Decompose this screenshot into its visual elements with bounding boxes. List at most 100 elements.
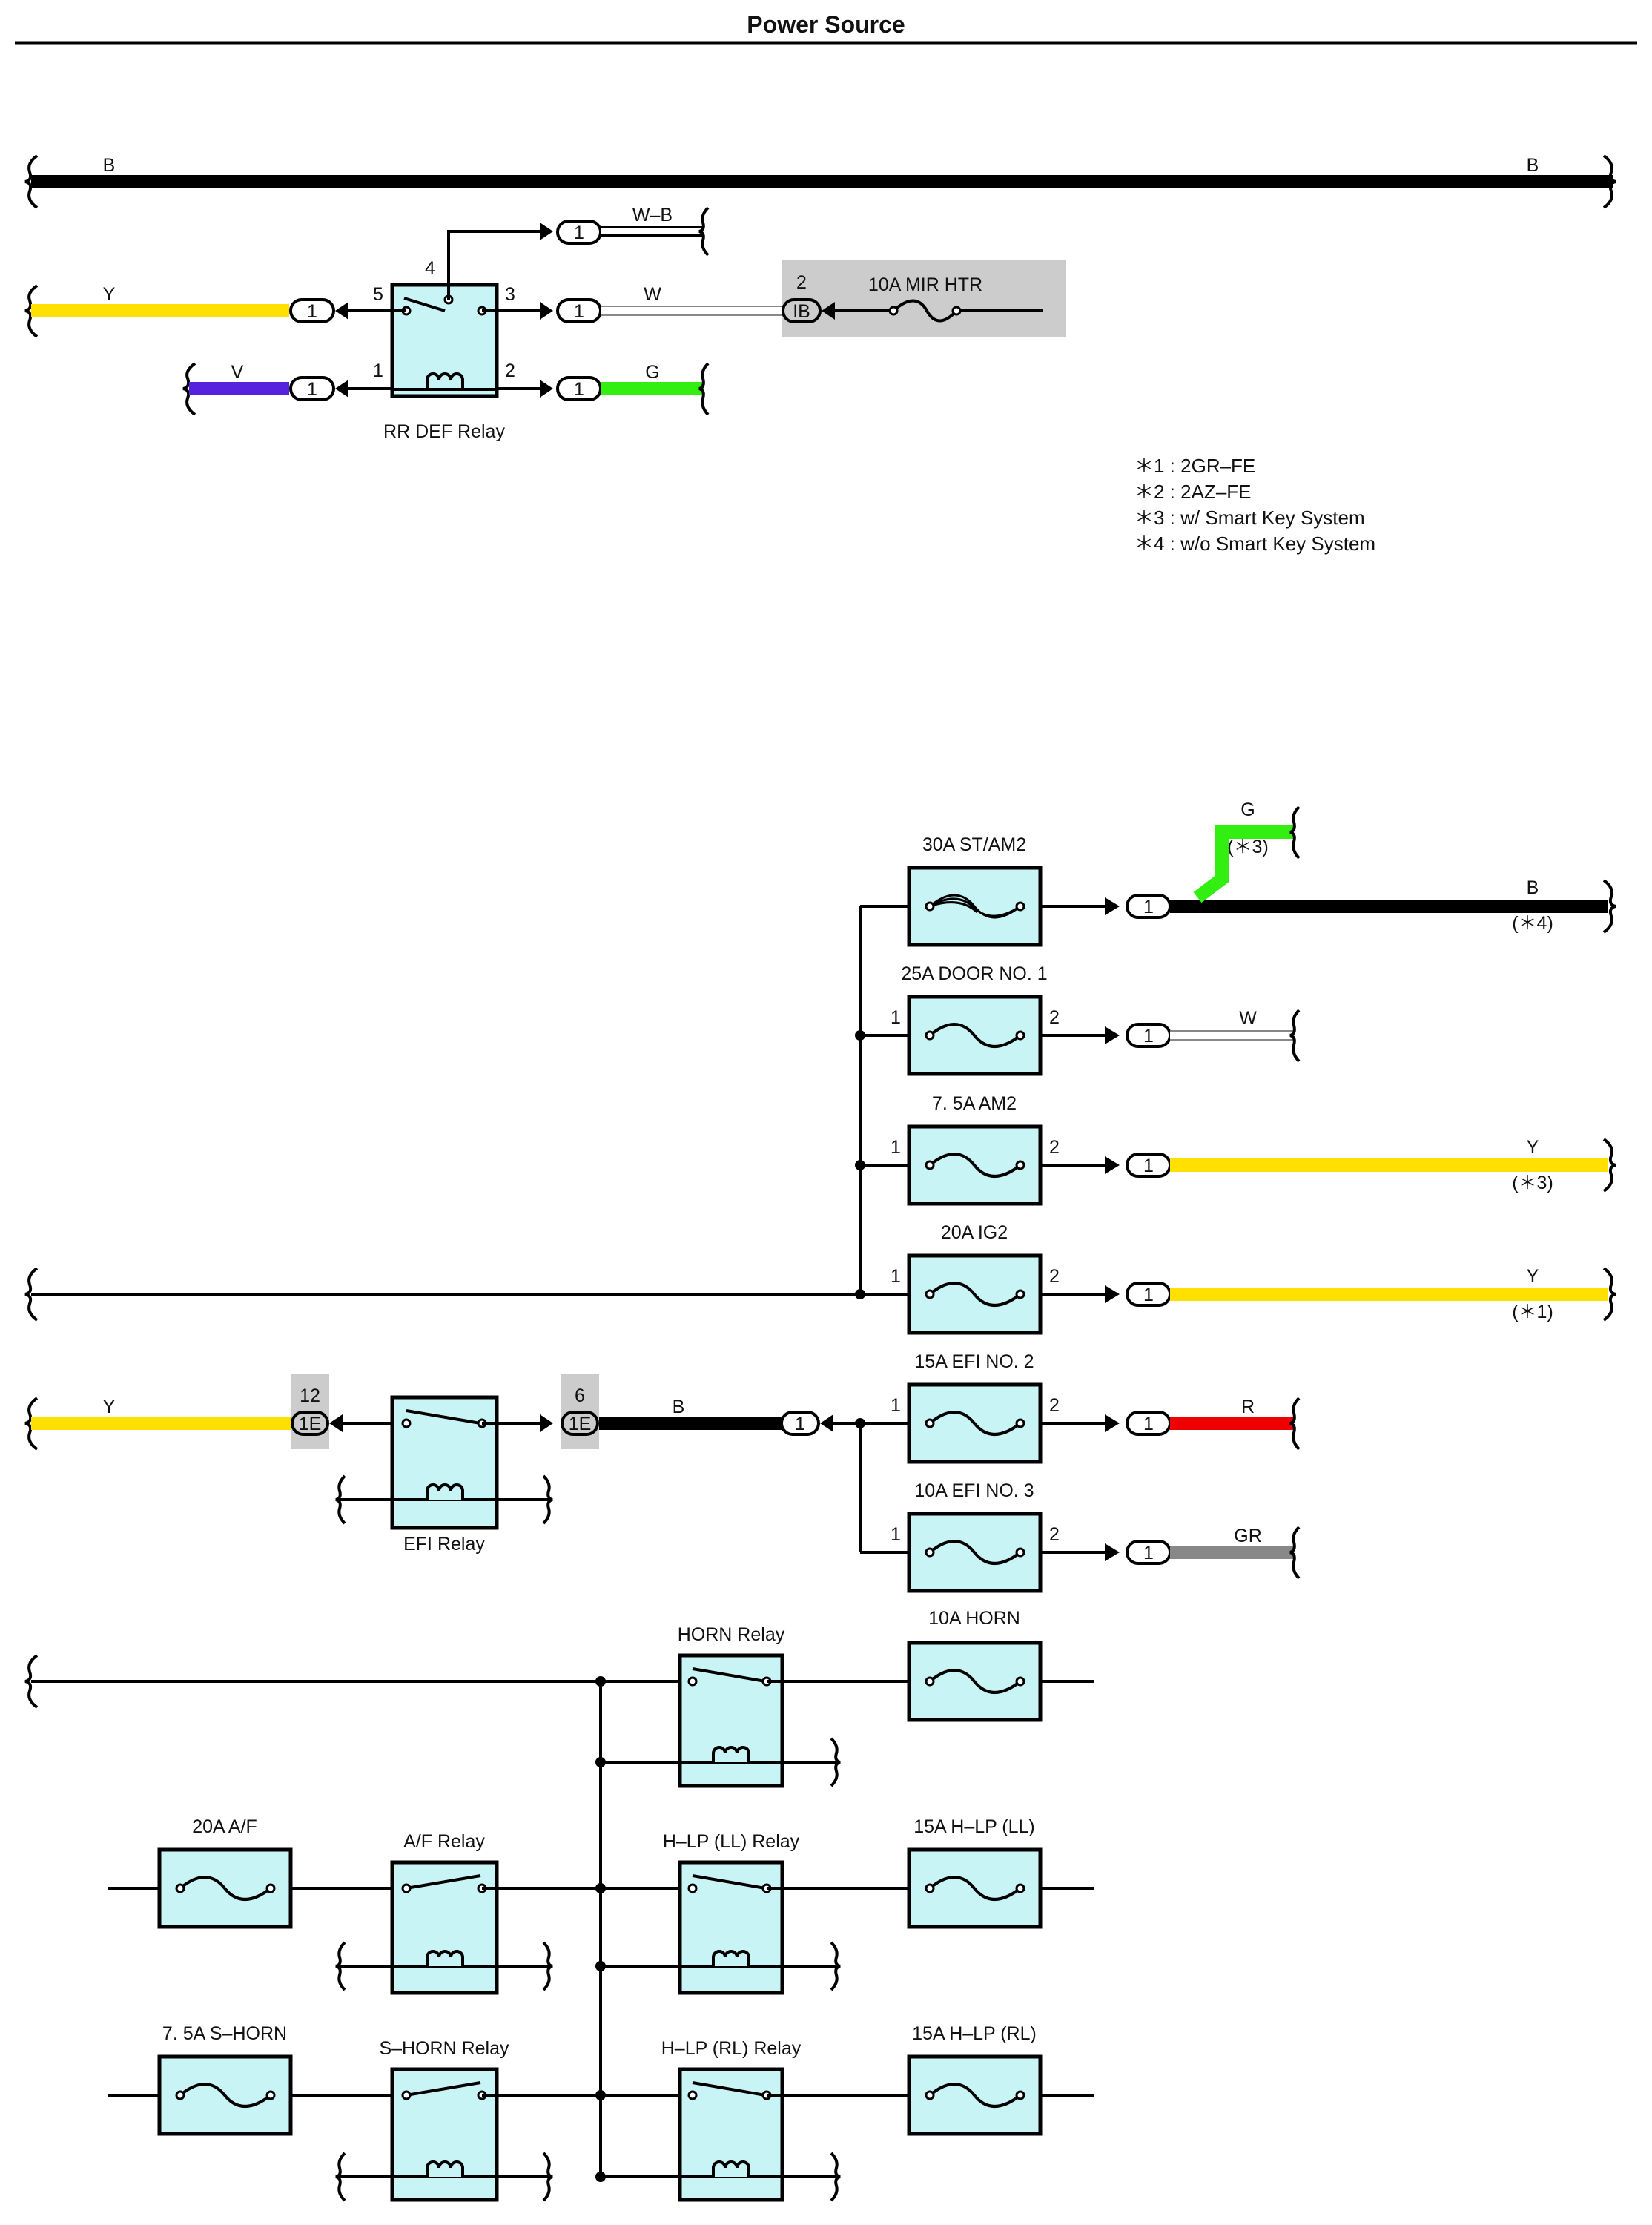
connector-label: 1: [1143, 1156, 1154, 1176]
relay-switch: [406, 1409, 481, 1425]
pin-12: 12: [300, 1385, 320, 1406]
connector-code: 1E: [569, 1414, 592, 1434]
bracket: [1602, 879, 1616, 934]
legend-notes: ＊1 : 2GR–FE ＊2 : 2AZ–FE ＊3 : w/ Smart Ke…: [1134, 455, 1375, 555]
fuse-element: [928, 1876, 1022, 1901]
connector-label: 1: [307, 301, 317, 322]
fuse-terminal: [1015, 1160, 1025, 1170]
relay-switch: [406, 1874, 481, 1890]
note-2: ＊2 : 2AZ–FE: [1134, 481, 1252, 503]
wire-label: W: [1239, 1008, 1257, 1029]
arrow: [540, 1414, 553, 1432]
relay-coil: [426, 372, 464, 389]
wire-note: (＊3): [1512, 1173, 1553, 1193]
shorn-relay-label: S–HORN Relay: [379, 2038, 509, 2059]
fuse-label: 20A A/F: [192, 1816, 257, 1837]
arrow: [1105, 1414, 1120, 1432]
arrow-g: [540, 380, 553, 398]
connector-label: 1: [1143, 1543, 1154, 1563]
fuse-terminal: [925, 1160, 935, 1170]
junction: [595, 1676, 606, 1687]
connector-label: 1: [1143, 897, 1154, 917]
arrow-w: [540, 302, 553, 320]
bracket: [1602, 1138, 1616, 1193]
pin-out: 2: [1049, 1524, 1060, 1545]
bracket: [830, 2152, 841, 2202]
pin-out: 2: [1049, 1137, 1060, 1158]
bracket: [830, 1941, 841, 1991]
wire-label-r: R: [1241, 1397, 1255, 1417]
fuse-terminal: [175, 1883, 185, 1893]
fuse-terminal: [888, 306, 899, 316]
relay-coil: [712, 2160, 750, 2177]
relay-switch: [403, 297, 446, 312]
fuse-terminal: [925, 1883, 935, 1893]
relay-contact: [401, 1883, 412, 1893]
connector-label: 1: [795, 1414, 805, 1434]
fusible-link: [929, 894, 1021, 919]
bracket-left: [24, 154, 39, 209]
wire-label-v: V: [231, 362, 244, 383]
wire-g-branch: [1193, 825, 1294, 903]
efi-relay-label: EFI Relay: [403, 1534, 485, 1555]
wire-label-b-left: B: [103, 155, 116, 176]
relay-coil: [426, 1950, 464, 1966]
ib-shade: [782, 260, 1066, 337]
fuse-row-am2: 7. 5A AM2 1 2 1 Y (＊3): [860, 1093, 1616, 1206]
arrow-wb: [540, 222, 553, 240]
fuse-element: [179, 1876, 272, 1901]
arrow: [1105, 897, 1120, 915]
fuse-terminal: [1015, 2090, 1025, 2100]
fuse-row-ig2: 20A IG2 1 2 1 Y (＊1): [860, 1222, 1616, 1335]
hlp-rl-relay-label: H–LP (RL) Relay: [661, 2038, 802, 2059]
fuse-label: 7. 5A AM2: [932, 1093, 1017, 1114]
arrow: [1105, 1543, 1120, 1561]
relay-switch: [692, 1874, 766, 1890]
wire-label-g: G: [645, 362, 659, 383]
relay-contact: [401, 2090, 412, 2100]
rr-def-relay-label: RR DEF Relay: [383, 421, 505, 442]
fuse-row-door: 25A DOOR NO. 1 1 2 1 W: [860, 963, 1301, 1076]
bracket-right: [1602, 154, 1616, 209]
fuse-label: 10A EFI NO. 3: [914, 1480, 1034, 1501]
connector-label: 1: [574, 222, 584, 243]
wire-pin4: [447, 230, 541, 300]
fuse-element: [928, 1282, 1022, 1307]
wire-label-y: Y: [103, 284, 116, 305]
efi-section: Y 12 1E EFI Relay 6 1E B 1: [24, 1351, 1301, 1593]
connector-1e-right: [561, 1411, 599, 1436]
horn-relay-label: HORN Relay: [678, 1624, 785, 1645]
arrow: [1105, 1156, 1120, 1174]
connector-label: 1: [1143, 1026, 1154, 1046]
pin-in: 1: [891, 1524, 901, 1545]
relay-switch: [406, 2081, 481, 2097]
wire-label: B: [1527, 877, 1539, 898]
pin-in: 1: [891, 1395, 901, 1416]
fuse-label: 15A EFI NO. 2: [914, 1351, 1034, 1372]
bracket: [24, 1654, 39, 1709]
note-4: ＊4 : w/o Smart Key System: [1134, 533, 1375, 555]
wire-label: Y: [1527, 1266, 1539, 1287]
connector-code: 1E: [299, 1414, 322, 1434]
pin-in: 1: [891, 1137, 901, 1158]
fuse-label: 10A HORN: [928, 1608, 1020, 1629]
fuse-label: 15A H–LP (LL): [913, 1816, 1035, 1837]
relay-contact: [687, 1883, 698, 1893]
relay-coil: [426, 1483, 464, 1500]
bracket: [1289, 1397, 1301, 1451]
fuse-terminal: [951, 306, 962, 316]
fuse-element: [928, 1153, 1022, 1178]
bracket: [1289, 1526, 1301, 1580]
pin-4: 4: [425, 258, 435, 279]
pin-out: 2: [1049, 1266, 1060, 1287]
fuse-terminal: [925, 2090, 935, 2100]
fuse-terminal: [925, 1418, 935, 1428]
fuse-terminal: [925, 1289, 935, 1299]
bracket: [830, 1737, 841, 1787]
connector-ib: [782, 298, 822, 323]
connector-label: 1: [574, 301, 584, 322]
relay-switch: [692, 2081, 766, 2097]
bracket: [24, 1267, 39, 1322]
fuse-element: [928, 1023, 1022, 1048]
bracket: [1289, 1009, 1301, 1063]
